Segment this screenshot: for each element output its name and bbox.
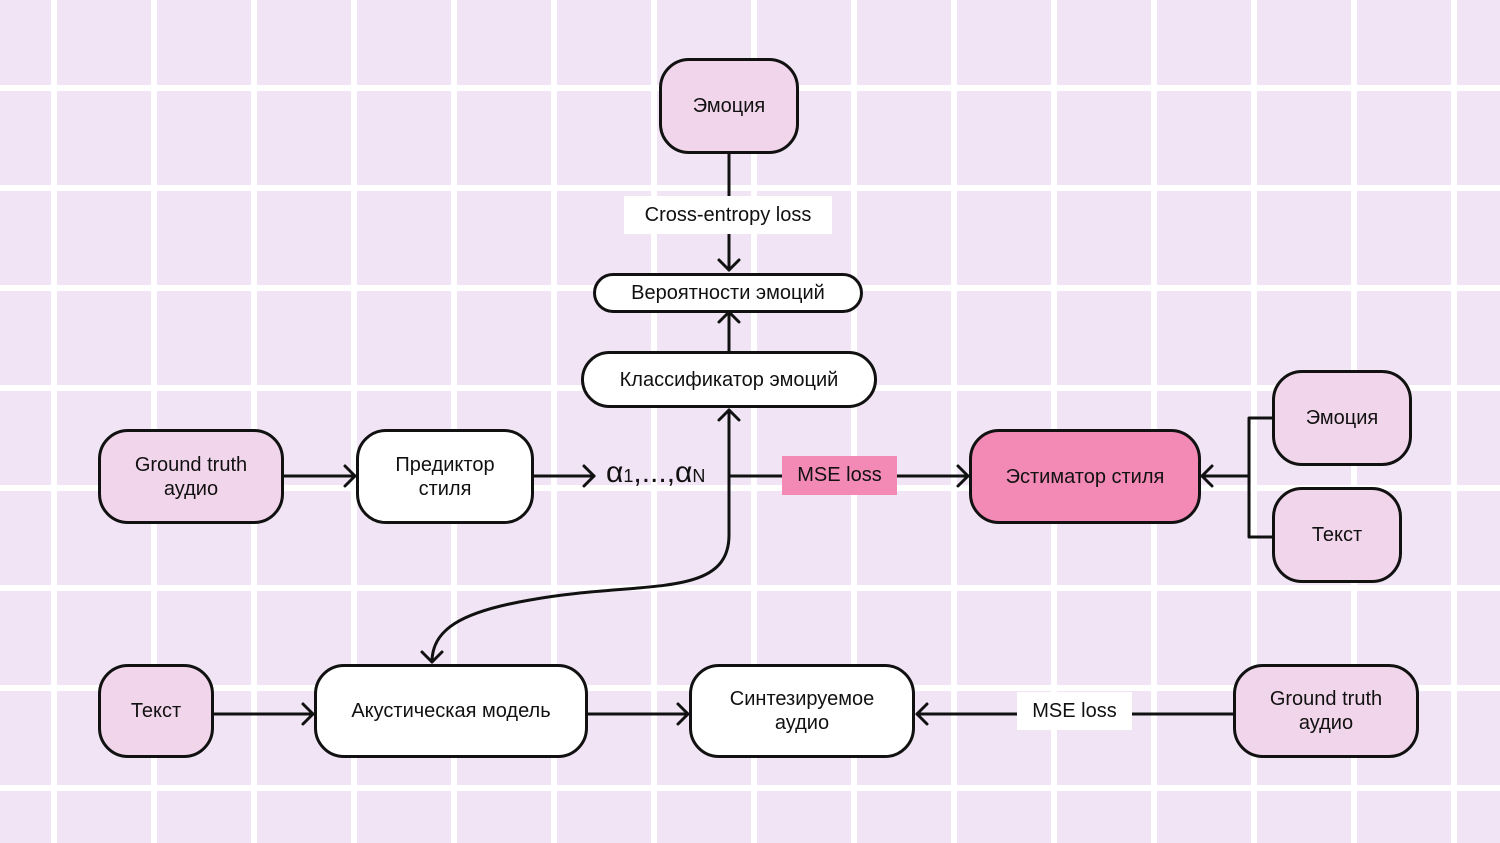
style-predictor-label: Предиктор стиля xyxy=(395,453,495,500)
emotion-classifier-label: Классификатор эмоций xyxy=(619,368,839,391)
synthesized-audio-label: Синтезируемое аудио xyxy=(729,688,875,734)
emotion-probabilities-node: Вероятности эмоций xyxy=(593,273,863,313)
arrowhead-synth-right xyxy=(915,702,929,726)
emotion-probabilities-label: Вероятности эмоций xyxy=(631,282,825,304)
style-estimator-node: Эстиматор стиля xyxy=(969,429,1201,524)
gt-audio-left-label: Ground truth аудио xyxy=(134,453,248,500)
acoustic-model-node: Акустическая модель xyxy=(314,664,588,758)
arrowhead-synth-left xyxy=(676,702,690,726)
arrowhead-acoustic xyxy=(420,650,444,664)
emotion-right-label: Эмоция xyxy=(1305,407,1379,429)
arrowhead-predictor xyxy=(343,464,357,488)
edge-bracket xyxy=(1247,416,1275,539)
arrowhead-probs-top xyxy=(717,258,741,272)
cross-entropy-loss-label: Cross-entropy loss xyxy=(624,196,832,234)
text-right-label: Текст xyxy=(1311,524,1363,546)
mse-loss-top-label: MSE loss xyxy=(782,456,897,495)
style-predictor-node: Предиктор стиля xyxy=(356,429,534,524)
gt-audio-right-node: Ground truth аудио xyxy=(1233,664,1419,758)
gt-audio-left-node: Ground truth аудио xyxy=(98,429,284,524)
arrowhead-alpha xyxy=(582,464,596,488)
style-estimator-label: Эстиматор стиля xyxy=(1005,465,1165,488)
arrowhead-estimator-right xyxy=(1200,464,1214,488)
text-left-node: Текст xyxy=(98,664,214,758)
arrowhead-estimator xyxy=(956,464,970,488)
edge-alpha-to-acoustic xyxy=(430,474,731,664)
emotion-right-node: Эмоция xyxy=(1272,370,1412,466)
mse-loss-bottom-label: MSE loss xyxy=(1017,692,1132,730)
emotion-top-label: Эмоция xyxy=(692,95,766,117)
acoustic-model-label: Акустическая модель xyxy=(351,700,551,722)
text-right-node: Текст xyxy=(1272,487,1402,583)
arrowhead-acoustic-left xyxy=(301,702,315,726)
arrowhead-classifier xyxy=(717,408,741,422)
text-left-label: Текст xyxy=(130,700,182,722)
gt-audio-right-label: Ground truth аудио xyxy=(1269,688,1383,734)
emotion-classifier-node: Классификатор эмоций xyxy=(581,351,877,408)
emotion-top-node: Эмоция xyxy=(659,58,799,154)
synthesized-audio-node: Синтезируемое аудио xyxy=(689,664,915,758)
